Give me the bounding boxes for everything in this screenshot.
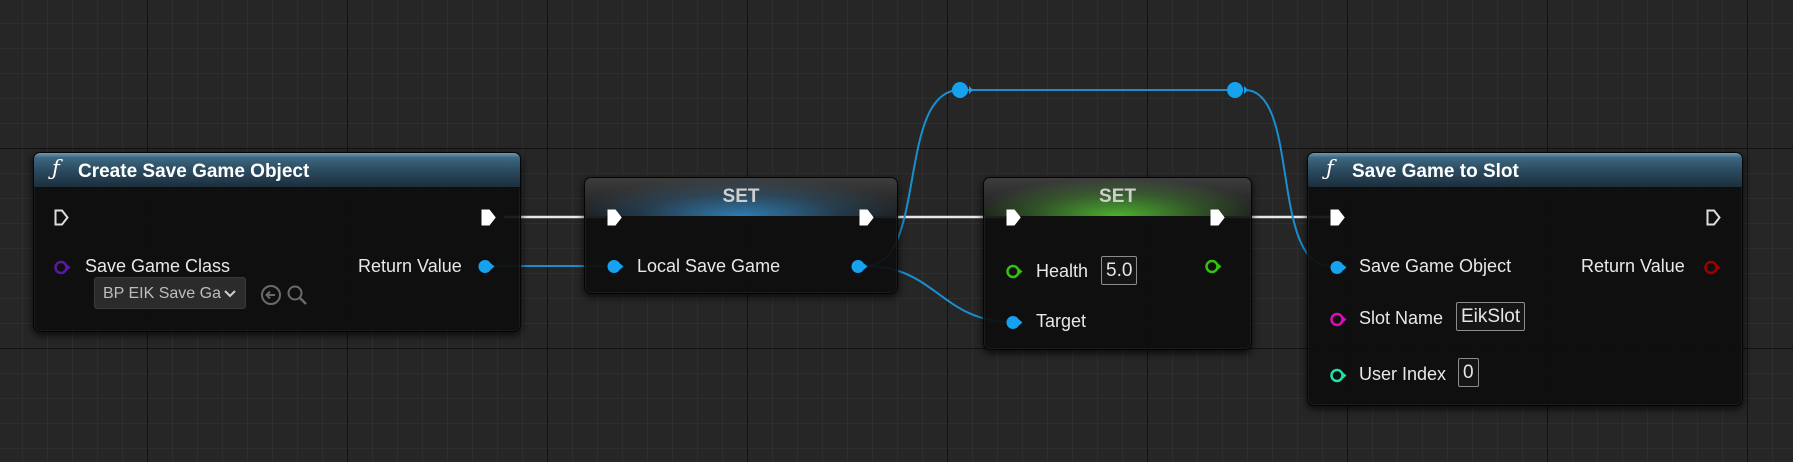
health-out-pin[interactable]	[1205, 259, 1222, 274]
exec-in-pin[interactable]	[1006, 209, 1021, 226]
reroute-node-right[interactable]	[1227, 82, 1248, 98]
return-value-pin[interactable]	[478, 259, 495, 274]
user-index-label: User Index	[1359, 364, 1447, 384]
save-game-object-pin[interactable]	[1330, 260, 1347, 275]
return-value-pin[interactable]	[1704, 260, 1721, 275]
browse-search-icon[interactable]	[286, 284, 308, 306]
save-game-object-label: Save Game Object	[1359, 256, 1512, 276]
function-icon: ƒ	[52, 156, 60, 180]
user-index-pin[interactable]	[1330, 368, 1347, 383]
user-index-field[interactable]: 0	[1458, 358, 1479, 387]
function-icon: ƒ	[1326, 156, 1334, 180]
set-header: SET	[585, 178, 897, 216]
slot-name-field[interactable]: EikSlot	[1456, 302, 1526, 331]
node-title: Create Save Game Object	[78, 161, 310, 182]
exec-out-pin[interactable]	[1706, 209, 1721, 226]
set-header: SET	[984, 178, 1251, 216]
node-set-health[interactable]: SET Health 5.0 Target	[983, 177, 1252, 350]
target-label: Target	[1036, 311, 1087, 331]
exec-in-pin[interactable]	[54, 209, 69, 226]
health-label: Health	[1036, 261, 1089, 281]
exec-out-pin[interactable]	[481, 209, 496, 226]
return-value-label: Return Value	[358, 256, 462, 276]
exec-in-pin[interactable]	[1330, 209, 1345, 226]
chevron-down-icon	[223, 278, 237, 308]
reroute-node-left[interactable]	[952, 82, 973, 98]
local-save-game-out-pin[interactable]	[851, 259, 868, 274]
use-selected-asset-icon[interactable]	[260, 284, 282, 306]
local-save-game-in-pin[interactable]	[607, 259, 624, 274]
node-set-local-save-game[interactable]: SET Local Save Game	[584, 177, 898, 294]
save-game-class-dropdown[interactable]: BP EIK Save Game	[94, 277, 246, 309]
slot-name-label: Slot Name	[1359, 308, 1444, 328]
exec-out-pin[interactable]	[859, 209, 874, 226]
node-save-game-to-slot[interactable]: ƒ Save Game to Slot Save Game Object Ret…	[1307, 152, 1743, 406]
exec-out-pin[interactable]	[1210, 209, 1225, 226]
node-create-save-game-object[interactable]: ƒ Create Save Game Object Save Game Clas…	[33, 152, 521, 332]
target-pin[interactable]	[1006, 315, 1023, 330]
node-header: ƒ Save Game to Slot	[1308, 153, 1742, 188]
return-value-label: Return Value	[1581, 256, 1685, 276]
local-save-game-label: Local Save Game	[637, 256, 781, 276]
exec-in-pin[interactable]	[607, 209, 622, 226]
save-game-class-label: Save Game Class	[85, 256, 231, 276]
node-header: ƒ Create Save Game Object	[34, 153, 520, 188]
node-title: Save Game to Slot	[1352, 161, 1519, 182]
slot-name-pin[interactable]	[1330, 312, 1347, 327]
save-game-class-pin[interactable]	[54, 260, 71, 275]
health-value-field[interactable]: 5.0	[1101, 256, 1138, 285]
health-in-pin[interactable]	[1006, 264, 1023, 279]
